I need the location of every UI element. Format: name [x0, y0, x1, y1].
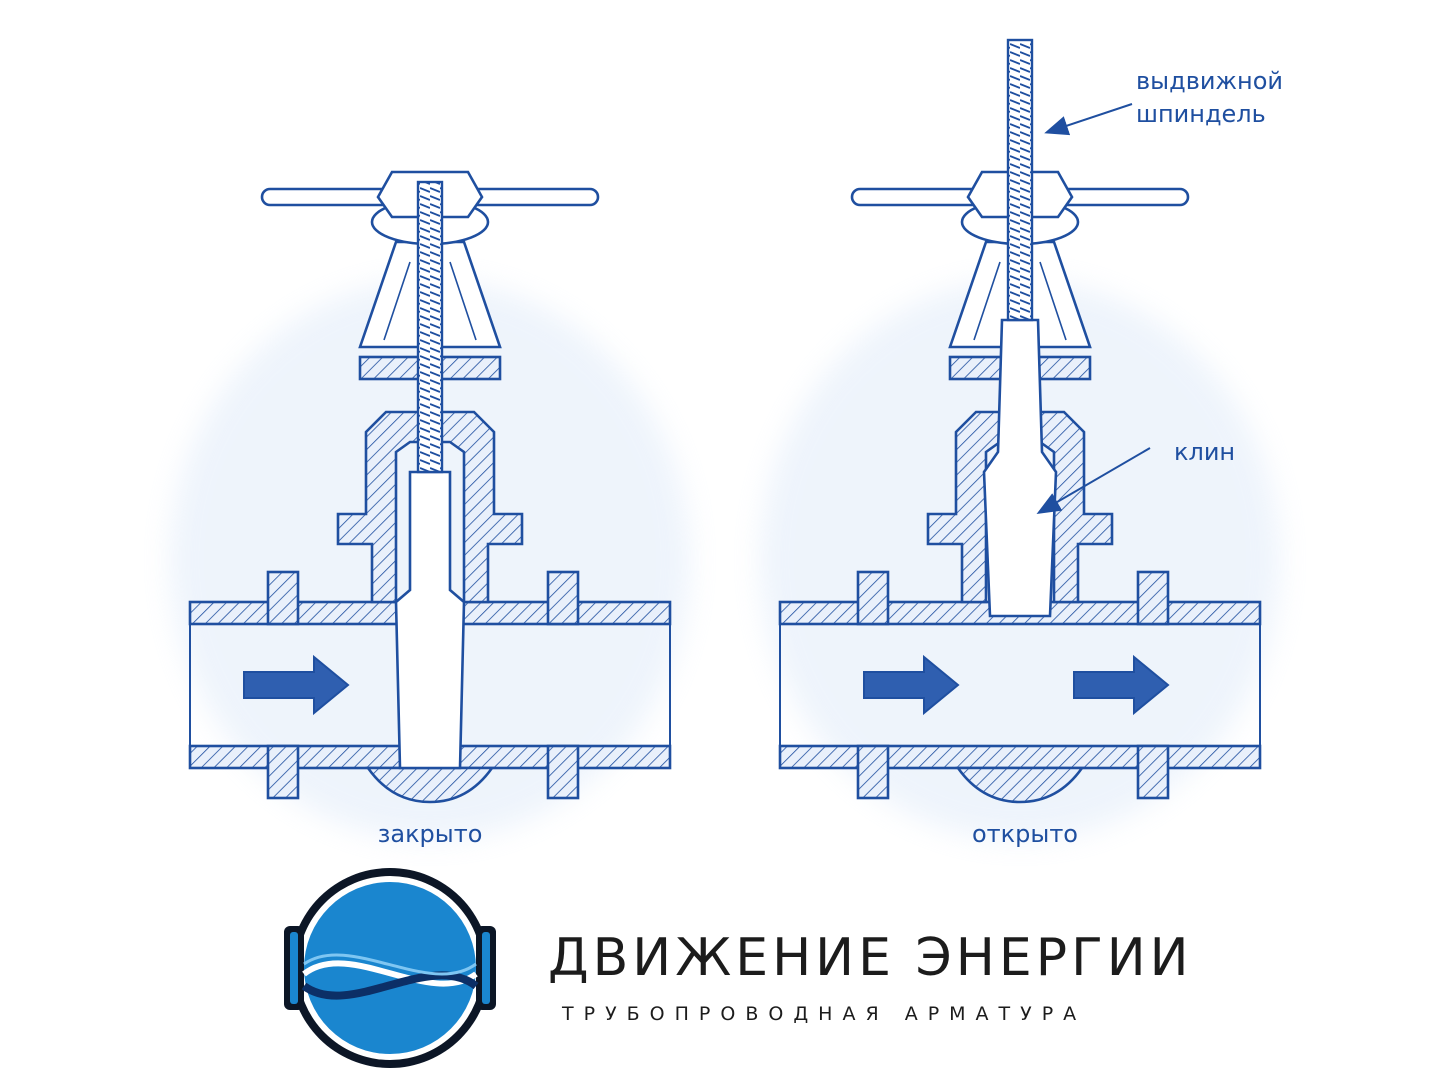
closed-label: закрыто [378, 820, 483, 848]
wedge-callout-line [1036, 447, 1151, 515]
brand-title: ДВИЖЕНИЕ ЭНЕРГИИ [548, 928, 1193, 988]
wedge [982, 318, 1058, 618]
spindle-callout-line [1044, 103, 1133, 136]
wedge [394, 470, 466, 770]
open-label: открыто [972, 820, 1078, 848]
spindle-label-line2: шпиндель [1136, 100, 1266, 128]
spindle-label-line1: выдвижной [1136, 67, 1283, 95]
flow-arrow-icon [1073, 654, 1170, 716]
brand-logo [284, 868, 496, 1068]
closed-valve [188, 170, 672, 804]
flow-arrow-icon [863, 654, 960, 716]
spindle [416, 180, 444, 474]
spindle [1006, 38, 1034, 322]
wedge-label: клин [1174, 438, 1235, 466]
flow-arrow-icon [243, 654, 350, 716]
open-valve [778, 38, 1262, 804]
brand-subtitle: ТРУБОПРОВОДНАЯ АРМАТУРА [561, 1003, 1086, 1025]
